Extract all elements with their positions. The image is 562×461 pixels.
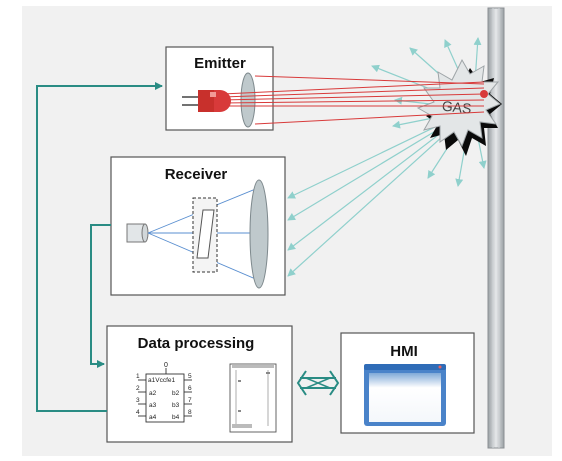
receiver-label: Receiver [165, 166, 228, 183]
detector-icon [126, 223, 149, 243]
hmi-label: HMI [390, 343, 418, 360]
chip-pin: 3 [136, 397, 140, 404]
filter-icon [196, 209, 215, 259]
chip-signal: b3 [172, 402, 180, 409]
board-schematic [229, 363, 277, 433]
chip-pin: 8 [188, 409, 192, 416]
chip-top-number: 0 [164, 362, 168, 369]
receiver-lens-icon [249, 179, 269, 289]
chip-pin: 2 [136, 385, 140, 392]
wall [487, 7, 505, 449]
emitter-box [165, 46, 274, 131]
chip-signal: a2 [149, 390, 157, 397]
bidirectional-data-arrow [296, 370, 340, 396]
chip-header: a1Vccfe1 [148, 377, 175, 384]
signal-connectors [36, 82, 163, 412]
chip-pin: 1 [136, 373, 140, 380]
chip-signal: a3 [149, 402, 157, 409]
chip-pin: 5 [188, 373, 192, 380]
data-processing-label: Data processing [138, 335, 255, 352]
emitter-label: Emitter [194, 55, 246, 72]
monitor-icon [364, 364, 446, 426]
chip-pin: 7 [188, 397, 192, 404]
chip-signal: b2 [172, 390, 180, 397]
chip-signal: a4 [149, 414, 157, 421]
laser-beams [221, 75, 485, 125]
gas-label: GAS [441, 98, 472, 117]
chip-schematic: 0 a1Vccfe1 1 2 3 4 5 6 7 8 a2 a3 a4 b2 b… [136, 362, 192, 423]
gas-cloud [416, 58, 501, 148]
chip-pin: 6 [188, 385, 192, 392]
chip-signal: b4 [172, 414, 180, 421]
chip-pin: 4 [136, 409, 140, 416]
